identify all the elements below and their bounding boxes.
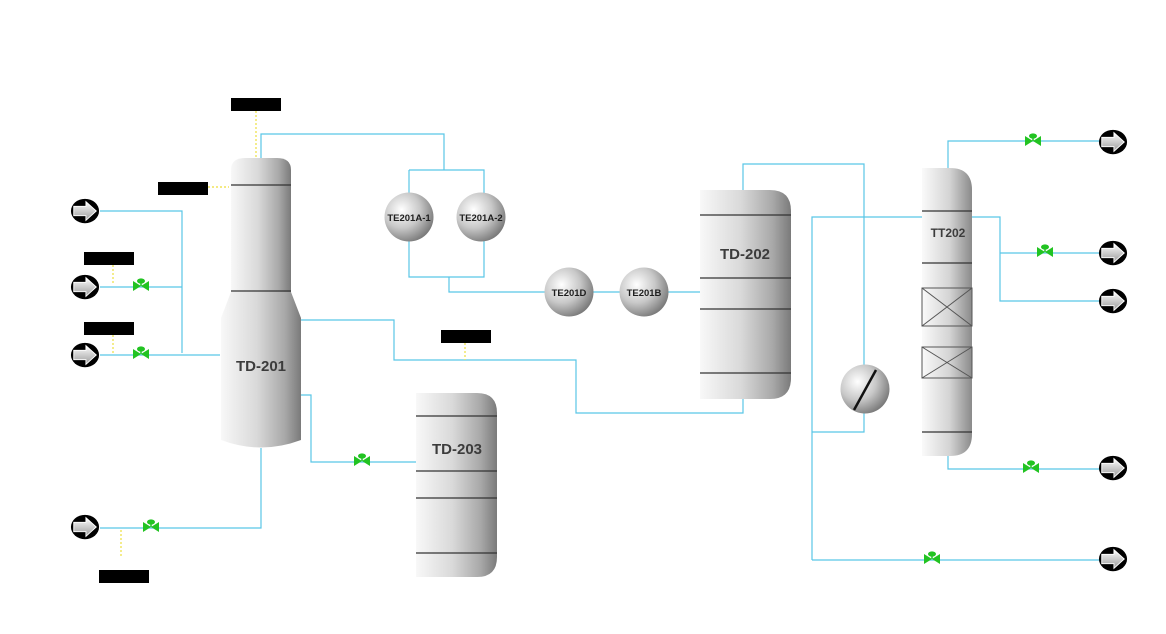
tag-box [231, 98, 281, 111]
vessel-td203[interactable]: TD-203 [416, 393, 497, 577]
pipe-td201-td203 [301, 394, 416, 463]
tag-box [84, 252, 134, 265]
sphere-heat-exchanger-icon [619, 267, 669, 317]
off-page-connector-arrow-icon[interactable] [1098, 455, 1128, 481]
off-page-connector-arrow-icon[interactable] [70, 514, 100, 540]
pipe-tt202-side [972, 216, 1100, 302]
exchanger-label: TE201A-2 [459, 213, 502, 224]
tag-box [441, 330, 491, 343]
gate-valve-icon[interactable] [132, 346, 150, 360]
sphere-heat-exchanger-icon [384, 192, 434, 242]
off-page-connector-arrow-icon[interactable] [70, 342, 100, 368]
pipe-tt202-bottom [947, 456, 1100, 470]
outlet-connectors [1098, 129, 1128, 572]
vessel-td202[interactable]: TD-202 [700, 190, 791, 399]
pipe-tt202-top [947, 140, 1100, 168]
sphere-heat-exchanger-icon [456, 192, 506, 242]
vessel-tt202[interactable]: TT202 [921, 168, 973, 456]
off-page-connector-arrow-icon[interactable] [1098, 288, 1128, 314]
gate-valve-icon[interactable] [1022, 460, 1040, 474]
pipe-td201-side [301, 319, 744, 414]
signal-lines [112, 111, 466, 558]
exchanger-label: TE201D [552, 288, 587, 299]
tag-box [84, 322, 134, 335]
heat-exchanger-te201a1[interactable]: TE201A-1 [384, 192, 434, 242]
gate-valve-icon[interactable] [142, 519, 160, 533]
pipe-network [100, 133, 1100, 561]
vessel-label: TD-202 [720, 246, 770, 263]
tag-box [158, 182, 208, 195]
vessel-label: TT202 [931, 226, 966, 240]
instrument-tags [84, 98, 491, 583]
gate-valve-icon[interactable] [923, 551, 941, 565]
gate-valve-icon[interactable] [1024, 133, 1042, 147]
off-page-connector-arrow-icon[interactable] [70, 198, 100, 224]
pipe-to-te201d [448, 277, 545, 293]
pipe-feed-1 [100, 210, 183, 353]
vessel-label: TD-201 [236, 358, 286, 375]
filter-unit[interactable] [840, 364, 890, 414]
vessel-label: TD-203 [432, 441, 482, 458]
gate-valve-icon[interactable] [353, 453, 371, 467]
pipe-te201a-return [408, 240, 485, 278]
inlet-connectors [70, 198, 100, 540]
gate-valve-icon[interactable] [1036, 244, 1054, 258]
tag-box [99, 570, 149, 583]
pipe-td202-overhead [742, 163, 865, 365]
pipe-bottom-feed [100, 448, 262, 529]
gate-valve-icon[interactable] [132, 278, 150, 292]
pipe-te201a-split-top [409, 169, 485, 197]
heat-exchanger-te201a2[interactable]: TE201A-2 [456, 192, 506, 242]
vessel-td201[interactable]: TD-201 [221, 158, 301, 448]
off-page-connector-arrow-icon[interactable] [1098, 240, 1128, 266]
pipe-td201-overhead [260, 133, 445, 170]
exchanger-label: TE201A-1 [387, 213, 431, 224]
heat-exchanger-te201b[interactable]: TE201B [619, 267, 669, 317]
off-page-connector-arrow-icon[interactable] [1098, 546, 1128, 572]
sphere-heat-exchanger-icon [544, 267, 594, 317]
pipe-tt202-feed [811, 216, 922, 560]
off-page-connector-arrow-icon[interactable] [1098, 129, 1128, 155]
heat-exchanger-te201d[interactable]: TE201D [544, 267, 594, 317]
off-page-connector-arrow-icon[interactable] [70, 274, 100, 300]
pipe-filter-out [812, 412, 865, 433]
exchanger-label: TE201B [627, 288, 662, 299]
